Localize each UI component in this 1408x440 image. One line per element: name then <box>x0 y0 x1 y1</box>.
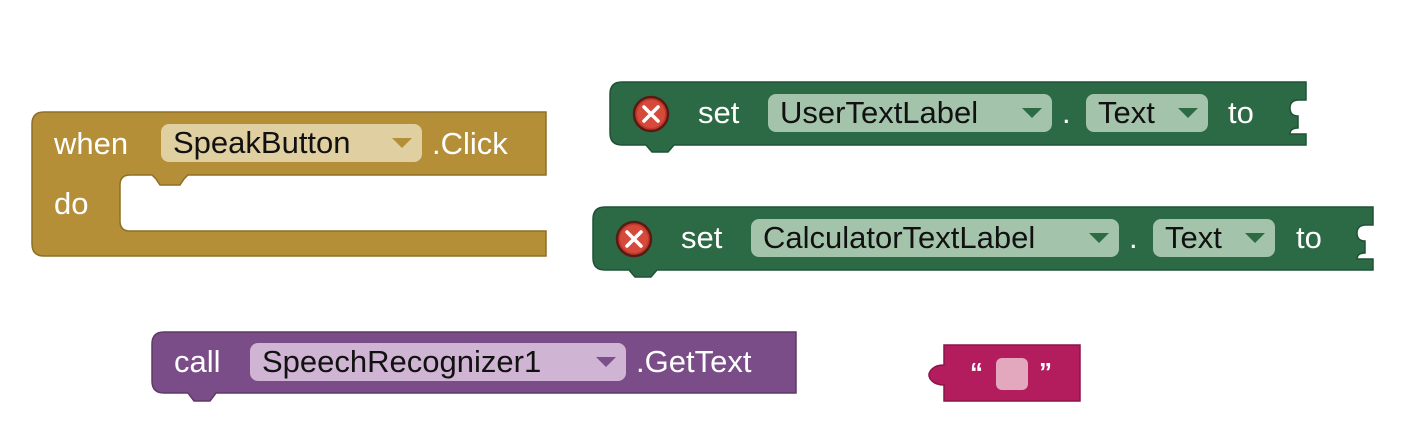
dropdown-arrow-icon <box>1089 233 1109 243</box>
component-dropdown-speechrecognizer1[interactable]: SpeechRecognizer1 <box>250 343 626 381</box>
to-label: to <box>1228 95 1254 130</box>
set-block-usertextlabel-text[interactable]: set UserTextLabel . Text to <box>609 81 1310 153</box>
set-block-calculatortextlabel-text[interactable]: set CalculatorTextLabel . Text to <box>592 206 1377 279</box>
event-block-speakbutton-click[interactable]: when SpeakButton .Click do <box>31 111 552 262</box>
property-dropdown-label: Text <box>1165 220 1222 255</box>
property-dropdown-label: Text <box>1098 95 1155 130</box>
component-dropdown-speakbutton[interactable]: SpeakButton <box>161 124 422 162</box>
text-string-block[interactable]: “ ” <box>926 344 1086 405</box>
when-label: when <box>54 126 129 161</box>
property-dropdown-text[interactable]: Text <box>1086 94 1208 132</box>
close-quote: ” <box>1039 357 1052 387</box>
component-dropdown-label: SpeechRecognizer1 <box>262 344 542 379</box>
property-dropdown-text[interactable]: Text <box>1153 219 1275 257</box>
method-name-label: .GetText <box>636 344 752 379</box>
dropdown-arrow-icon <box>596 357 616 367</box>
error-icon[interactable] <box>632 95 670 133</box>
open-quote: “ <box>970 357 983 387</box>
component-dropdown-label: CalculatorTextLabel <box>763 220 1036 255</box>
call-label: call <box>174 344 221 379</box>
event-name-label: .Click <box>432 126 508 161</box>
dropdown-arrow-icon <box>1245 233 1265 243</box>
text-input-field[interactable] <box>996 358 1028 390</box>
dot-separator: . <box>1062 95 1071 130</box>
to-label: to <box>1296 220 1322 255</box>
dropdown-arrow-icon <box>1022 108 1042 118</box>
set-label: set <box>698 95 740 130</box>
error-icon[interactable] <box>615 220 653 258</box>
component-dropdown-label: UserTextLabel <box>780 95 979 130</box>
dropdown-arrow-icon <box>1178 108 1198 118</box>
component-dropdown-label: SpeakButton <box>173 125 351 160</box>
do-label: do <box>54 186 89 221</box>
dropdown-arrow-icon <box>392 138 412 148</box>
component-dropdown-calculatortextlabel[interactable]: CalculatorTextLabel <box>751 219 1119 257</box>
call-block-speechrecognizer1-gettext[interactable]: call SpeechRecognizer1 .GetText <box>151 331 802 407</box>
component-dropdown-usertextlabel[interactable]: UserTextLabel <box>768 94 1052 132</box>
set-label: set <box>681 220 723 255</box>
dot-separator: . <box>1129 220 1138 255</box>
